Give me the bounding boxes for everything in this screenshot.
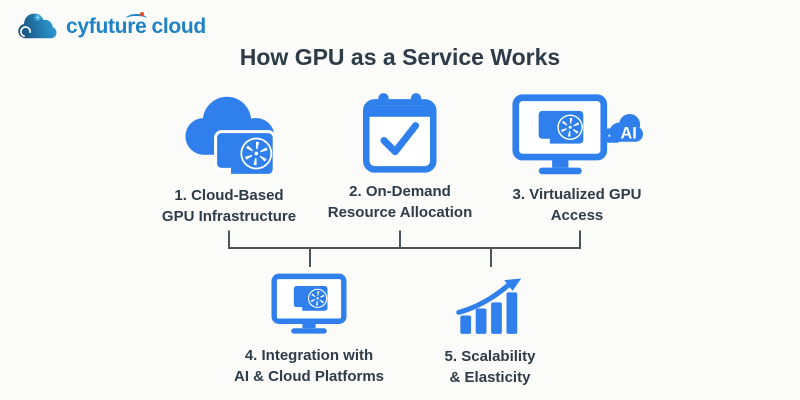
- step-label-line1: 4. Integration with: [244, 347, 374, 364]
- calendar-check-icon: [363, 93, 437, 173]
- step-label: 4. Integration with AI & Cloud Platforms: [234, 345, 384, 387]
- step-label-line2: Access: [550, 207, 604, 224]
- step-label-line1: 1. Cloud-Based: [174, 187, 284, 204]
- step-label-line1: 2. On-Demand: [349, 183, 451, 200]
- step-item-2: 2. On-Demand Resource Allocation: [328, 91, 472, 223]
- step-label-line2: Resource Allocation: [327, 204, 473, 221]
- step-label: 2. On-Demand Resource Allocation: [328, 181, 472, 223]
- step-item-5: 5. Scalability & Elasticity: [445, 277, 536, 388]
- step-item-4: 4. Integration with AI & Cloud Platforms: [234, 273, 384, 387]
- logo-accent-arc: [126, 14, 147, 23]
- step-item-1: 1. Cloud-Based GPU Infrastructure: [162, 86, 296, 227]
- growth-bars-arrow-icon: [456, 278, 522, 334]
- step-label: 3. Virtualized GPU Access: [513, 184, 642, 226]
- monitor-gpu-ai-cloud-icon: AI: [512, 94, 643, 175]
- page-title: How GPU as a Service Works: [239, 44, 561, 70]
- ai-badge-text: AI: [621, 124, 637, 142]
- logo-accent-dot: [140, 12, 144, 16]
- step-label-line2: & Elasticity: [449, 369, 531, 386]
- cloud-gpu-icon: [185, 96, 287, 181]
- step-label: 5. Scalability & Elasticity: [445, 346, 536, 388]
- step-label-line1: 3. Virtualized GPU: [512, 186, 642, 203]
- step-item-3: AI 3. Virtualized GPU Access: [510, 92, 644, 226]
- logo-gear-icon: [34, 13, 42, 21]
- monitor-gpu-icon: [271, 273, 347, 334]
- step-label: 1. Cloud-Based GPU Infrastructure: [162, 185, 296, 227]
- step-label-line1: 5. Scalability: [444, 348, 536, 365]
- step-label-line2: GPU Infrastructure: [161, 208, 297, 225]
- logo-suffix-text: cloud: [151, 15, 206, 38]
- ai-cloud-icon: [609, 114, 643, 142]
- step-label-line2: AI & Cloud Platforms: [233, 368, 385, 385]
- logo-cloud-icon: [18, 13, 57, 38]
